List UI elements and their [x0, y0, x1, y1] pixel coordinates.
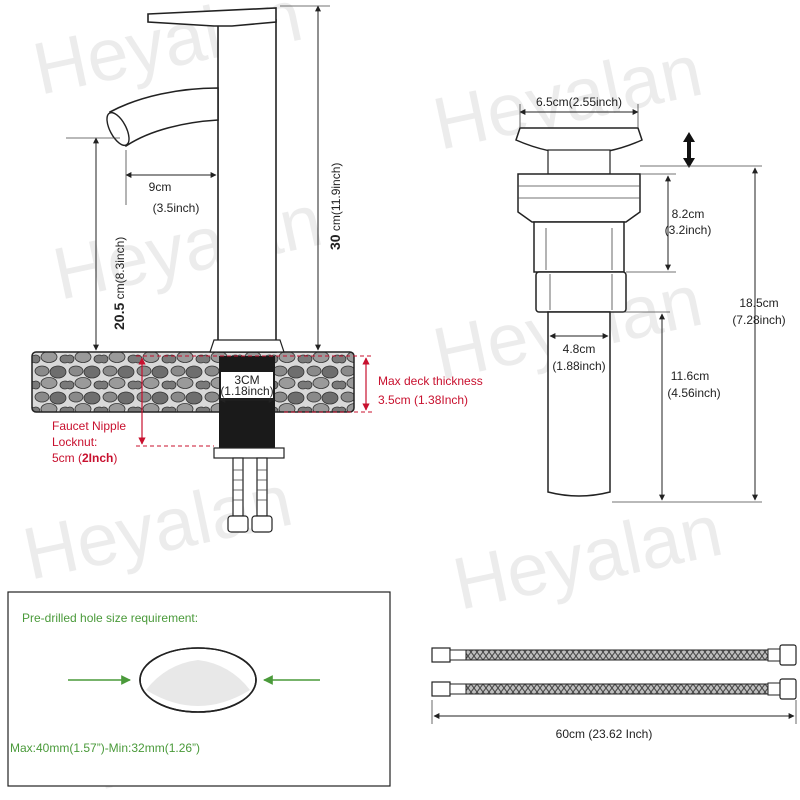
faucet-body: [217, 19, 277, 353]
total-height-label: 30 cm(11.9inch): [327, 163, 343, 250]
watermark: Heyalan: [446, 488, 729, 626]
faucet-base: [209, 339, 285, 353]
drain-pipe-diameter-inch-label: (1.88inch): [552, 359, 605, 373]
drain-pipe-length-label: 11.6cm: [671, 369, 709, 383]
hoses-drawing: 60cm (23.62 Inch): [431, 644, 797, 741]
faucet-handle: [147, 7, 277, 27]
nipple-length-close: ): [113, 451, 117, 465]
drain-tail-pipe: [547, 311, 611, 497]
drain-stem: [547, 149, 611, 175]
countertop: [31, 351, 355, 413]
spout-outlet: [106, 111, 130, 147]
hole-size-panel: Pre-drilled hole size requirement: Max:4…: [7, 591, 391, 787]
hole-size-title: Pre-drilled hole size requirement:: [22, 611, 198, 625]
hose-fitting-left-1: [431, 647, 451, 663]
drain-total-height-label: 18.5cm: [739, 296, 778, 310]
hose-fitting-right-2: [779, 678, 797, 700]
hose-length-label: 60cm (23.62 Inch): [556, 727, 653, 741]
spout-reach-inch-label: (3.5inch): [153, 201, 200, 215]
braided-hose-1: [465, 649, 769, 661]
spout-height-unit: cm(8.3inch): [113, 237, 127, 300]
total-height-unit: cm(11.9inch): [329, 163, 343, 231]
spout-height-value: 20.5: [111, 303, 127, 330]
faucet-drawing: 9cm (3.5inch) 30 cm(11.9inch) 20.5 cm(8.…: [31, 5, 483, 533]
base-diameter-label: 3CM: [234, 373, 259, 387]
drain-total-height-inch-label: (7.28inch): [732, 313, 785, 327]
supply-nipple-left: [232, 457, 244, 517]
drain-upper-height-inch-label: (3.2inch): [665, 223, 712, 237]
drain-pipe-length-inch-label: (4.56inch): [667, 386, 720, 400]
hex-nut-left: [227, 515, 249, 533]
hole-size-range: Max:40mm(1.57”)-Min:32mm(1.26”): [10, 741, 200, 755]
drain-nut: [535, 271, 627, 313]
drain-drawing: 6.5cm(2.55inch) 8.2cm (3.2inch) 18.5cm (…: [515, 95, 786, 503]
spout-height-label: 20.5 cm(8.3inch): [111, 237, 127, 330]
total-height-value: 30: [327, 234, 343, 250]
hex-nut-right: [251, 515, 273, 533]
nipple-label-line2: Locknut:: [52, 435, 97, 449]
supply-nipple-right: [256, 457, 268, 517]
base-diameter-inch-label: (1.18inch): [220, 384, 273, 398]
deck-thickness-value: 3.5cm (1.38Inch): [378, 393, 468, 407]
watermark: Heyalan: [46, 178, 329, 316]
drain-pipe-diameter-label: 4.8cm: [563, 342, 596, 356]
nipple-label-line1: Faucet Nipple: [52, 419, 126, 433]
spout-reach-label: 9cm: [149, 180, 172, 194]
braided-hose-2: [465, 683, 769, 695]
nipple-length-plain: 5cm (: [52, 451, 82, 465]
deck-thickness-title: Max deck thickness: [378, 374, 483, 388]
hose-fitting-left-2: [431, 681, 451, 697]
mount-plate: [213, 447, 285, 459]
drain-body: [533, 221, 625, 273]
drain-upper-height-label: 8.2cm: [672, 207, 705, 221]
hose-fitting-right-1: [779, 644, 797, 666]
faucet-shank: [219, 356, 275, 448]
drain-top-diameter-label: 6.5cm(2.55inch): [536, 95, 622, 109]
nipple-length-label: 5cm (2Inch): [52, 451, 117, 465]
nipple-length-bold: 2Inch: [82, 451, 113, 465]
